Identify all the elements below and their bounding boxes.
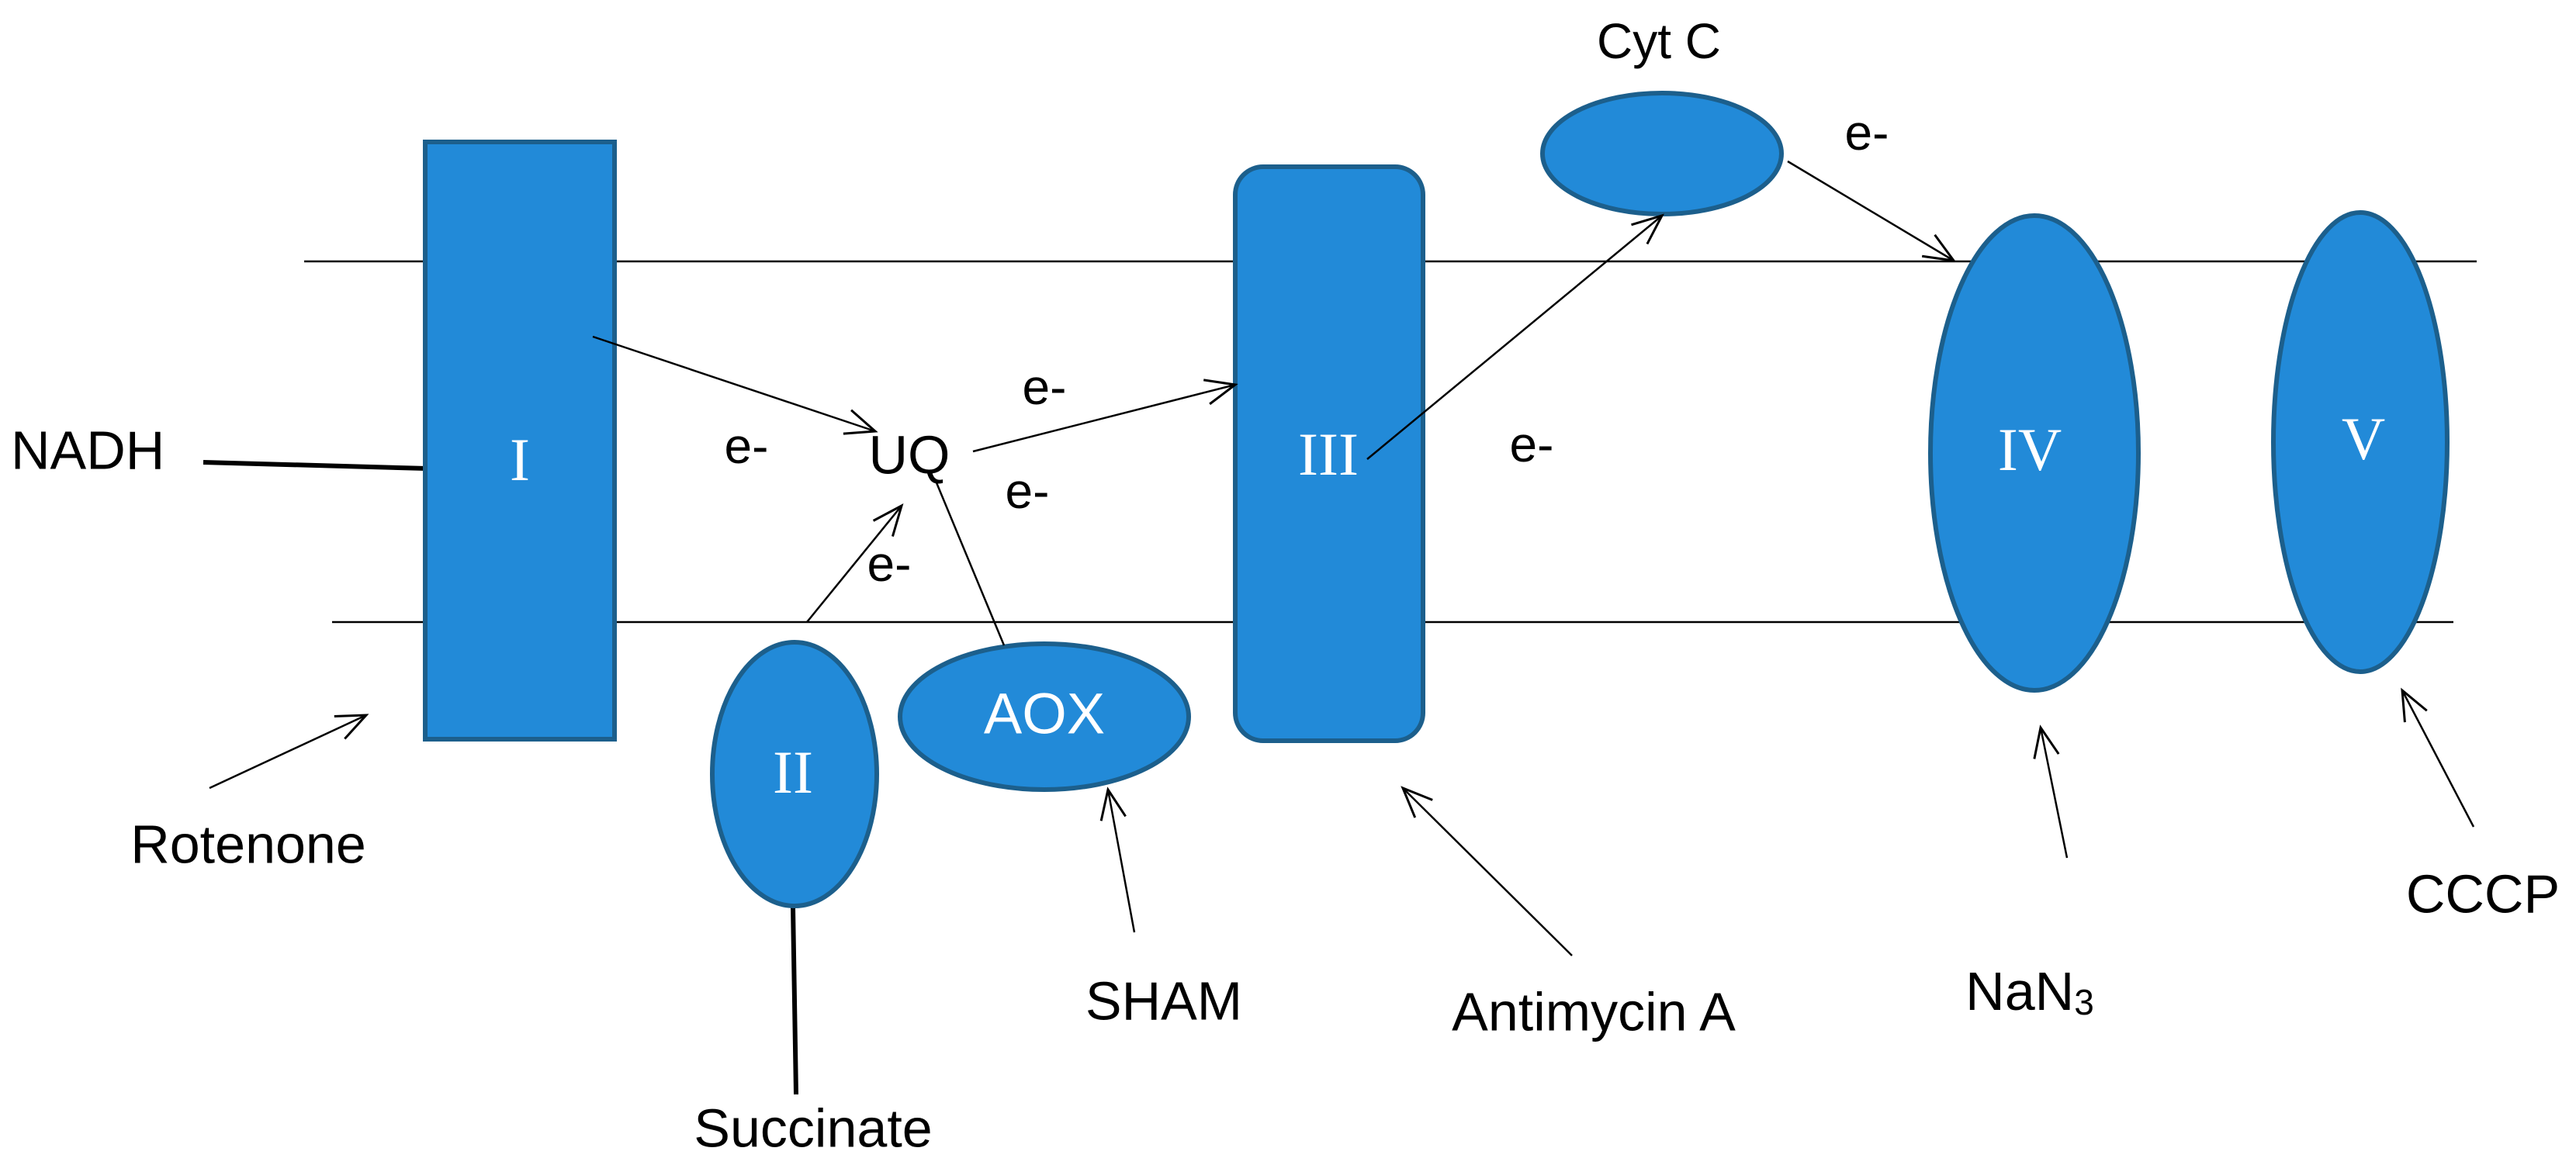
arrow-complex-iii-to-cyt-c bbox=[1366, 213, 1664, 460]
link-uq-to-aox bbox=[934, 480, 1006, 646]
complex-iii-label: III bbox=[1298, 420, 1359, 488]
complex-i: I bbox=[423, 140, 617, 742]
arrow-antimycin-a bbox=[1401, 786, 1573, 956]
complex-v-label: V bbox=[2342, 405, 2385, 472]
electron-label-uq-aox: e- bbox=[1006, 463, 1050, 519]
cytochrome-c-label: Cyt C bbox=[1597, 13, 1721, 69]
arrow-complex-i-to-uq bbox=[592, 335, 878, 435]
aox: AOX bbox=[898, 641, 1191, 792]
complex-iv: IV bbox=[1928, 213, 2141, 693]
succinate-connector bbox=[791, 907, 798, 1095]
aox-shape bbox=[898, 641, 1191, 792]
aox-label: AOX bbox=[984, 682, 1105, 746]
succinate-label: Succinate bbox=[694, 1098, 932, 1158]
arrow-nan3 bbox=[2033, 724, 2069, 859]
arrow-uq-to-complex-iii bbox=[972, 379, 1238, 453]
complex-v-shape bbox=[2271, 210, 2450, 674]
nan3-label: NaN3 bbox=[1965, 961, 2094, 1022]
nan3-label-main: NaN bbox=[1965, 961, 2074, 1022]
nadh-label: NADH bbox=[11, 420, 164, 480]
arrow-sham bbox=[1099, 787, 1136, 933]
arrow-rotenone bbox=[209, 714, 369, 790]
complex-iv-shape bbox=[1928, 213, 2141, 693]
electron-label-ii: e- bbox=[867, 536, 912, 592]
complex-i-label: I bbox=[510, 426, 530, 493]
complex-ii-label: II bbox=[773, 738, 813, 806]
complex-ii: II bbox=[710, 640, 879, 908]
cccp-label: CCCP bbox=[2406, 863, 2560, 924]
rotenone-label: Rotenone bbox=[130, 814, 366, 874]
nan3-label-subscript: 3 bbox=[2074, 982, 2094, 1022]
complex-iv-label: IV bbox=[1998, 416, 2062, 483]
complex-i-shape bbox=[423, 140, 617, 742]
complex-ii-shape bbox=[710, 640, 879, 908]
electron-label-cyt-c: e- bbox=[1845, 105, 1889, 161]
arrow-cyt-c-to-complex-iv bbox=[1787, 160, 1957, 262]
electron-label-i: e- bbox=[725, 418, 769, 474]
complex-iii: III bbox=[1233, 164, 1425, 743]
arrow-complex-ii-to-uq bbox=[806, 503, 904, 623]
complex-iii-shape bbox=[1233, 164, 1425, 743]
electron-label-iii: e- bbox=[1510, 417, 1554, 472]
electron-label-uq-iii: e- bbox=[1023, 359, 1067, 415]
complex-v: V bbox=[2271, 210, 2450, 674]
cytochrome-c: Cyt C bbox=[1540, 13, 1784, 216]
sham-label: SHAM bbox=[1085, 970, 1242, 1031]
cytochrome-c-shape bbox=[1540, 91, 1784, 216]
antimycin-a-label: Antimycin A bbox=[1452, 981, 1736, 1042]
arrow-cccp bbox=[2401, 687, 2475, 828]
nadh-connector bbox=[203, 460, 428, 471]
ubiquinone-label: UQ bbox=[869, 424, 950, 485]
